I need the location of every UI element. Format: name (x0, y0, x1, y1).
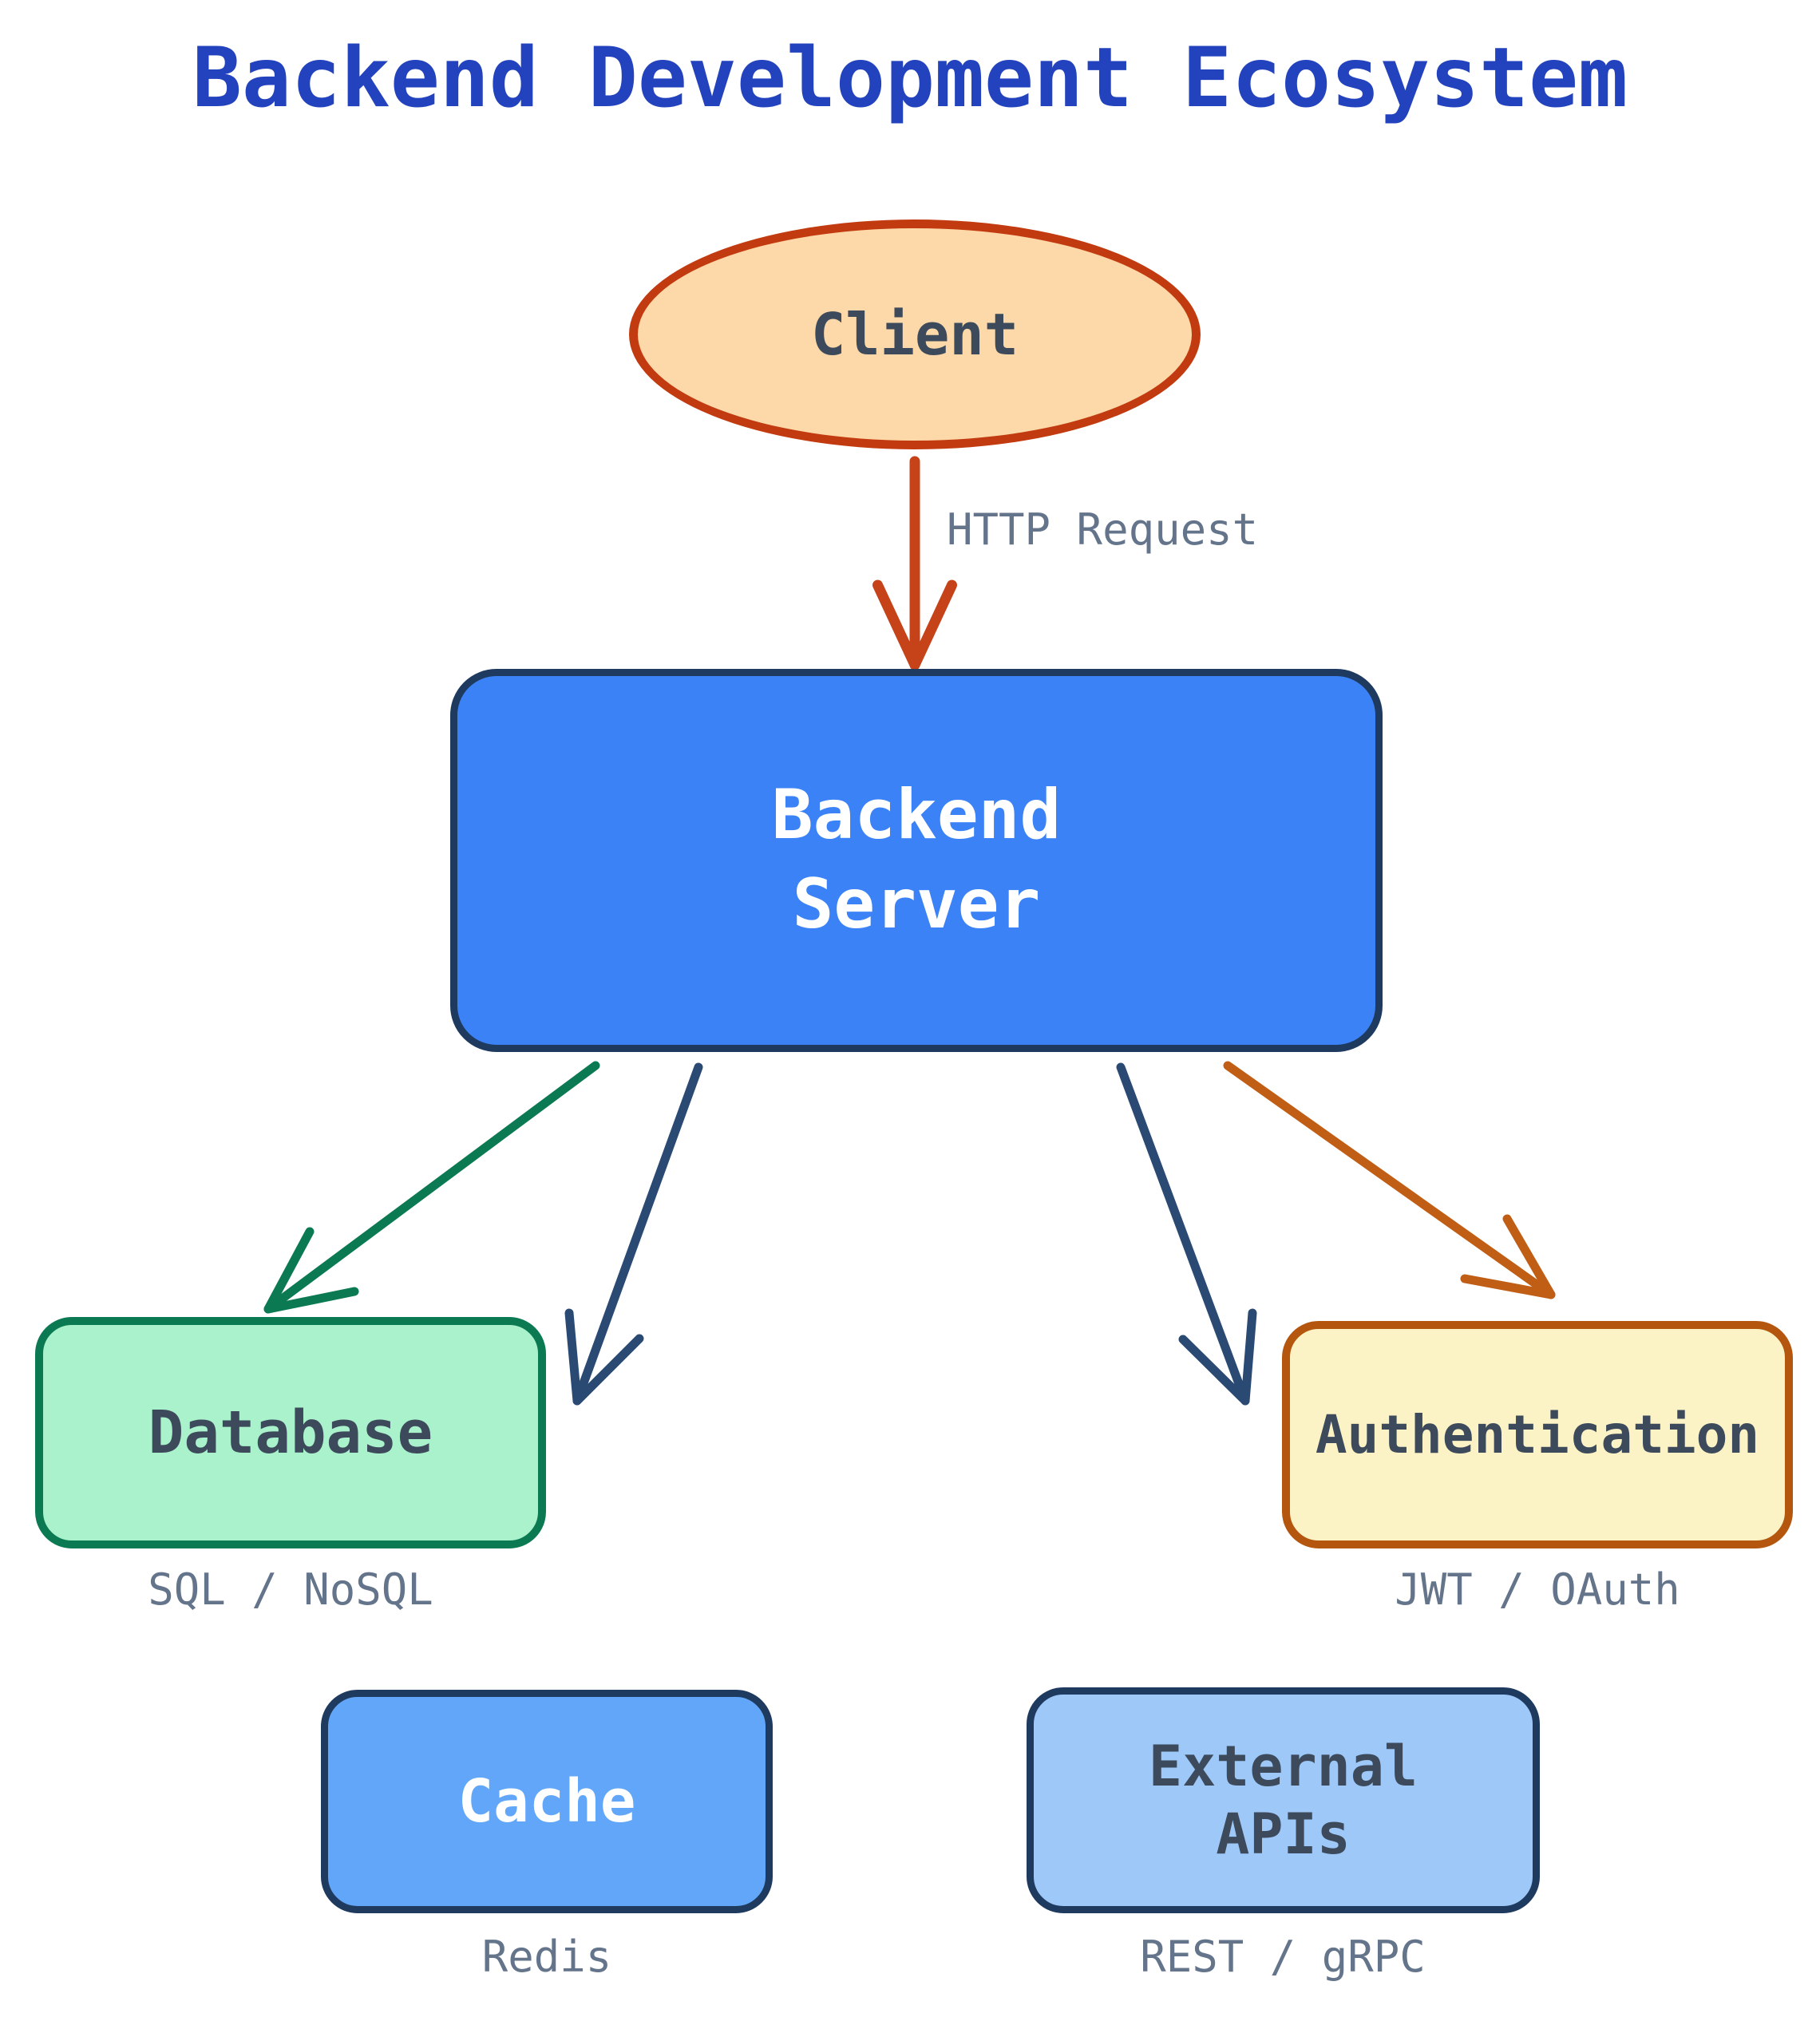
node-authentication: Authentication (1282, 1321, 1793, 1548)
node-cache-label: Cache (457, 1767, 636, 1836)
edge-to-external-apis (1116, 1062, 1257, 1406)
edge-to-cache (564, 1062, 703, 1406)
arrowhead-down-right-icon (1460, 1214, 1556, 1299)
node-authentication-label: Authentication (1315, 1404, 1760, 1465)
external-apis-sublabel: REST / gRPC (1140, 1932, 1426, 1982)
arrowhead-down-icon (1178, 1308, 1257, 1406)
edge-http-request (872, 456, 957, 670)
cache-sublabel: Redis (481, 1932, 612, 1982)
node-client: Client (629, 220, 1201, 449)
node-client-label: Client (810, 301, 1019, 368)
arrowhead-down-icon (564, 1308, 644, 1406)
node-database-label: Database (148, 1398, 433, 1467)
arrowhead-down-icon (872, 579, 957, 670)
node-external-apis-label-line2: APIs (1216, 1801, 1351, 1867)
page-title: Backend Development Ecosystem (192, 30, 1628, 126)
node-backend-server-label-line1: Backend (771, 775, 1062, 856)
node-external-apis: External APIs (1027, 1687, 1540, 1913)
edge-to-database (263, 1061, 600, 1314)
node-backend-server-label-line2: Server (792, 864, 1041, 944)
arrowhead-down-left-icon (263, 1227, 359, 1314)
node-backend-server: Backend Server (450, 669, 1383, 1052)
node-cache: Cache (321, 1690, 773, 1913)
edge-label-http-request: HTTP Request (947, 504, 1259, 555)
database-sublabel: SQL / NoSQL (148, 1564, 433, 1615)
edge-to-authentication (1223, 1061, 1556, 1299)
authentication-sublabel: JWT / OAuth (1395, 1564, 1680, 1615)
node-external-apis-label-line1: External (1148, 1733, 1418, 1799)
node-database: Database (35, 1317, 546, 1548)
